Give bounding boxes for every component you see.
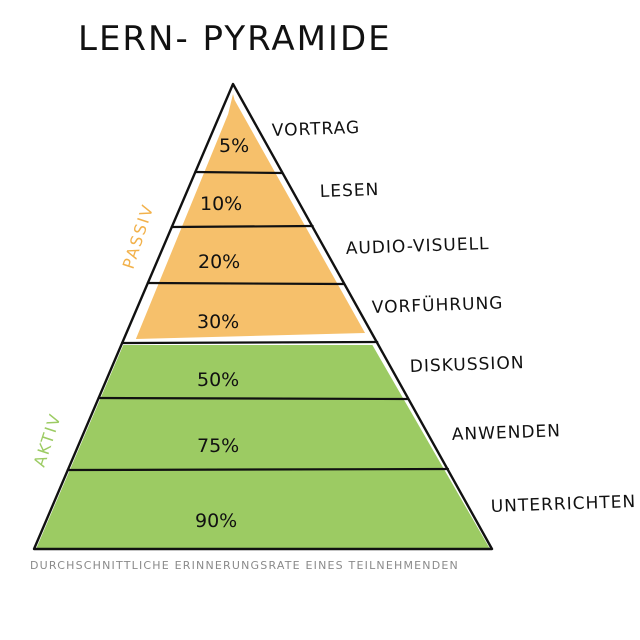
level-percent: 10% (200, 193, 242, 215)
level-label: VORTRAG (271, 118, 360, 141)
level-percent: 50% (197, 369, 239, 391)
active-group-label: AKTIV (30, 410, 65, 469)
level-percent: 75% (197, 435, 239, 457)
level-percent: 5% (219, 135, 249, 157)
percent-labels: 5% 10% 20% 30% 50% 75% 90% (195, 135, 249, 532)
pyramid-fills (36, 94, 490, 548)
level-label: ANWENDEN (451, 421, 561, 445)
level-percent: 20% (198, 251, 240, 273)
level-percent: 30% (197, 311, 239, 333)
level-divider (146, 281, 345, 286)
level-divider (194, 170, 284, 175)
level-label: UNTERRICHTEN (490, 492, 636, 517)
level-divider (121, 340, 379, 345)
level-divider (66, 467, 450, 472)
level-divider (170, 224, 314, 229)
level-divider (97, 396, 409, 401)
pyramid-outline (32, 82, 494, 551)
passive-area (135, 94, 366, 339)
diagram-title: LERN- PYRAMIDE (78, 19, 392, 59)
pyramid-lines (32, 82, 494, 551)
level-percent: 90% (195, 510, 237, 532)
level-label: LESEN (319, 180, 379, 202)
passive-group-label: PASSIV (119, 201, 158, 271)
active-area (36, 345, 490, 548)
level-label: VORFÜHRUNG (371, 291, 503, 318)
level-labels: VORTRAG LESEN AUDIO-VISUELL VORFÜHRUNG DISKU… (271, 118, 636, 517)
level-label: AUDIO-VISUELL (345, 234, 489, 259)
caption: DURCHSCHNITTLICHE ERINNERUNGSRATE EINES … (30, 559, 459, 572)
level-label: DISKUSSION (409, 353, 524, 377)
